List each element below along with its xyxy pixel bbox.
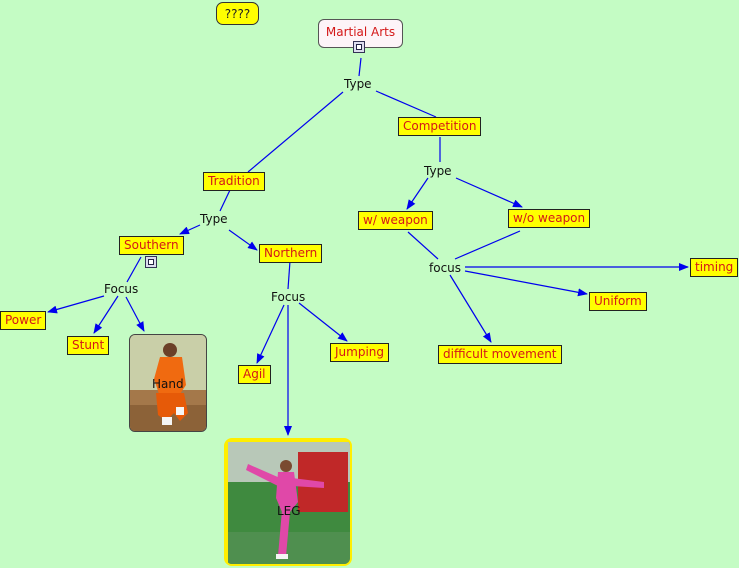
node-difficult-movement[interactable]: difficult movement <box>438 345 562 364</box>
link-competition-type: Type <box>424 164 452 178</box>
edge-without-weapon-focus <box>454 230 521 260</box>
edge-type-northern <box>228 229 258 251</box>
link-root-type: Type <box>344 77 372 91</box>
edge-focus-hand <box>125 296 145 332</box>
node-jumping[interactable]: Jumping <box>330 343 390 362</box>
node-competition[interactable]: Competition <box>398 117 482 136</box>
edge-type-southern <box>179 224 201 235</box>
root-node-label: Martial Arts <box>325 25 396 39</box>
node-agil[interactable]: Agil <box>238 365 271 384</box>
edge-focus-jumping <box>298 302 348 342</box>
leg-photo-illustration <box>228 442 350 564</box>
edge-focus-difficult <box>449 274 492 343</box>
edge-tradition-type <box>219 189 231 212</box>
node-timing[interactable]: timing <box>690 258 739 277</box>
link-weapon-focus: focus <box>429 261 462 275</box>
node-power[interactable]: Power <box>0 311 47 330</box>
edge-root-type <box>358 57 362 77</box>
node-tradition[interactable]: Tradition <box>203 172 265 191</box>
hand-photo-label: Hand <box>152 377 184 391</box>
edge-southern-focus <box>126 256 142 283</box>
hand-photo-illustration <box>130 335 206 431</box>
node-uniform[interactable]: Uniform <box>589 292 647 311</box>
edge-with-weapon-focus <box>407 231 439 260</box>
unknown-badge[interactable]: ???? <box>216 2 259 25</box>
node-without-weapon[interactable]: w/o weapon <box>508 209 591 228</box>
document-icon[interactable] <box>145 256 157 268</box>
edge-northern-focus <box>287 260 291 290</box>
edge-type-competition <box>375 90 437 118</box>
edge-type-tradition <box>247 91 344 173</box>
edge-focus-uniform <box>464 270 588 297</box>
edge-focus-agil <box>256 304 285 364</box>
node-southern[interactable]: Southern <box>119 236 184 255</box>
node-stunt[interactable]: Stunt <box>67 336 110 355</box>
unknown-badge-label: ???? <box>224 6 251 21</box>
edge-focus-power <box>47 295 105 314</box>
link-tradition-type: Type <box>200 212 228 226</box>
hand-photo[interactable]: Hand <box>129 334 207 432</box>
document-icon[interactable] <box>353 41 365 53</box>
edge-type-with-weapon <box>406 177 429 210</box>
leg-photo[interactable]: LEG <box>224 438 352 566</box>
node-northern[interactable]: Northern <box>259 244 323 263</box>
leg-photo-label: LEG <box>277 504 301 518</box>
edge-type-without-weapon <box>455 177 523 208</box>
link-northern-focus: Focus <box>271 290 306 304</box>
node-with-weapon[interactable]: w/ weapon <box>358 211 433 230</box>
link-southern-focus: Focus <box>104 282 139 296</box>
root-node-martial-arts[interactable]: Martial Arts <box>318 19 403 48</box>
edge-focus-stunt <box>93 295 119 334</box>
